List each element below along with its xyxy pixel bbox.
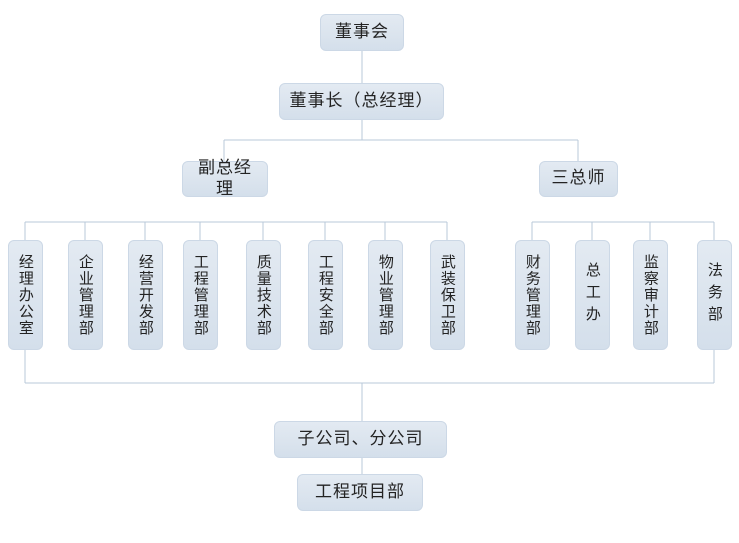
node-dept-armed-security[interactable]: 武装保卫部 [430,240,465,350]
node-dept-chief-engineer-office-label: 总工办 [583,262,602,328]
node-project-department-label: 工程项目部 [315,481,405,502]
node-subsidiaries-branches-label: 子公司、分公司 [297,428,424,449]
node-dept-business-dev[interactable]: 经营开发部 [128,240,163,350]
node-dept-quality-tech[interactable]: 质量技术部 [246,240,281,350]
node-dept-inspection-audit[interactable]: 监察审计部 [633,240,668,350]
node-dept-chief-engineer-office[interactable]: 总工办 [575,240,610,350]
node-dept-legal-affairs[interactable]: 法务部 [697,240,732,350]
node-dept-quality-tech-label: 质量技术部 [254,253,273,337]
node-dept-finance-mgmt[interactable]: 财务管理部 [515,240,550,350]
node-dept-engineering-safety-label: 工程安全部 [316,253,335,337]
node-dept-inspection-audit-label: 监察审计部 [641,253,660,337]
node-dept-manager-office[interactable]: 经理办公室 [8,240,43,350]
node-dept-legal-affairs-label: 法务部 [705,262,724,328]
node-deputy-gm[interactable]: 副总经理 [182,158,268,199]
node-dept-enterprise-mgmt[interactable]: 企业管理部 [68,240,103,350]
node-dept-engineering-safety[interactable]: 工程安全部 [308,240,343,350]
node-dept-property-mgmt[interactable]: 物业管理部 [368,240,403,350]
node-dept-finance-mgmt-label: 财务管理部 [523,253,542,337]
node-dept-manager-office-label: 经理办公室 [16,253,35,337]
node-board[interactable]: 董事会 [320,14,404,51]
node-dept-business-dev-label: 经营开发部 [136,253,155,337]
node-chairman[interactable]: 董事长（总经理） [279,83,444,120]
node-subsidiaries-branches[interactable]: 子公司、分公司 [274,421,447,458]
node-dept-armed-security-label: 武装保卫部 [438,253,457,337]
node-chairman-label: 董事长（总经理） [289,90,434,111]
node-three-chiefs-label: 三总师 [551,168,606,189]
node-project-department[interactable]: 工程项目部 [297,474,423,511]
node-board-label: 董事会 [335,21,389,42]
node-dept-enterprise-mgmt-label: 企业管理部 [76,253,95,337]
node-deputy-gm-label: 副总经理 [198,157,252,199]
node-three-chiefs[interactable]: 三总师 [539,161,618,197]
node-dept-property-mgmt-label: 物业管理部 [376,253,395,337]
node-dept-engineering-mgmt-label: 工程管理部 [191,253,210,337]
node-dept-engineering-mgmt[interactable]: 工程管理部 [183,240,218,350]
